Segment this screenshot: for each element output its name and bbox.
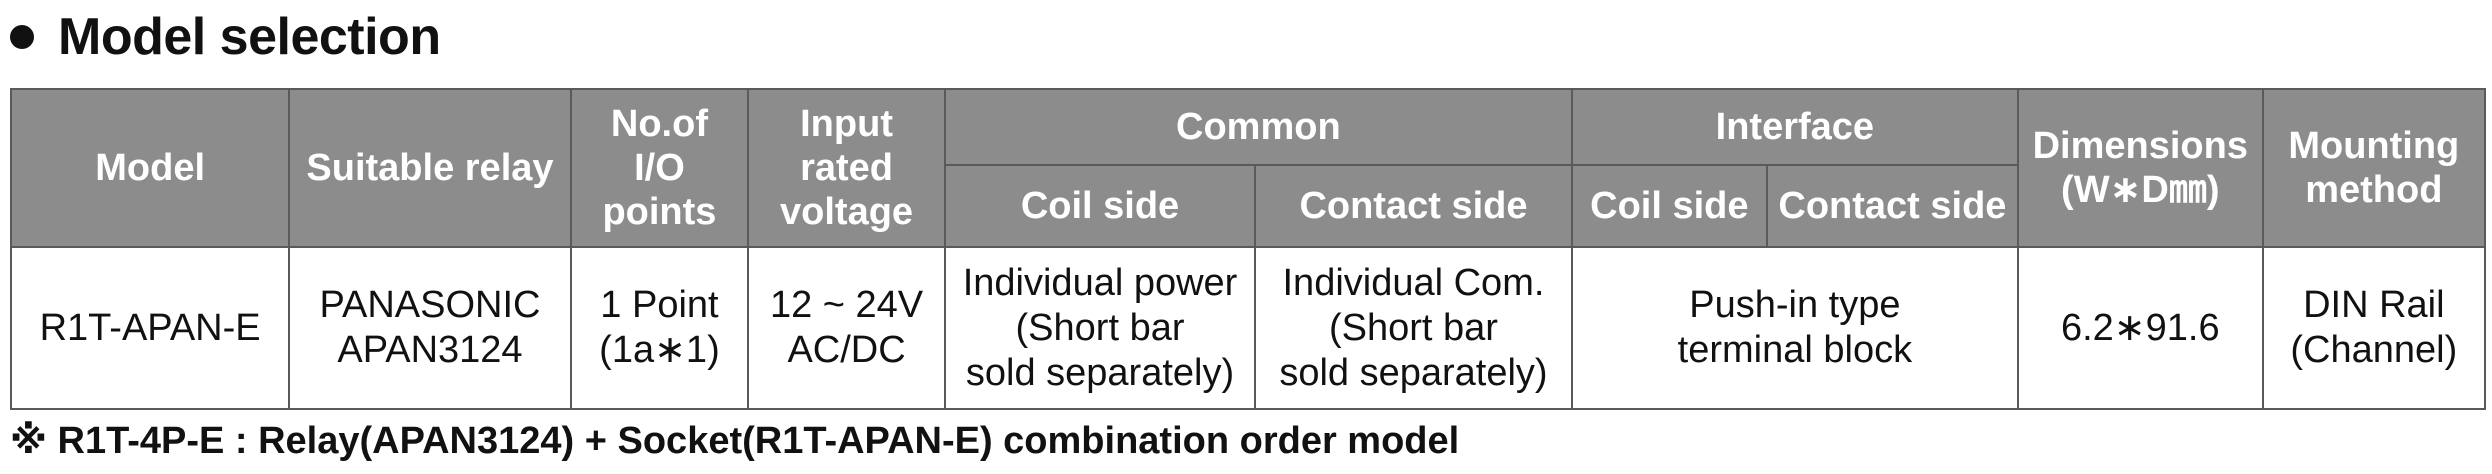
cell-input-voltage: 12 ~ 24V AC/DC [747,246,946,410]
header-io-points: No.of I/O points [569,88,750,248]
model-selection-table: Model Suitable relay No.of I/O points In… [9,88,2487,410]
header-input-voltage: Input rated voltage [747,88,946,248]
cell-io-points: 1 Point (1a∗1) [569,246,750,410]
order-note: ※ R1T-4P-E : Relay(APAN3124) + Socket(R1… [10,420,1460,462]
header-row-sub: Coil side Contact side Coil side Contact… [11,164,2485,248]
cell-dimensions: 6.2∗91.6 [2016,246,2264,410]
header-suitable-relay: Suitable relay [288,88,572,248]
header-common: Common [943,88,1573,166]
header-mounting: Mounting method [2261,88,2487,248]
bullet-icon [10,25,34,49]
header-model: Model [9,88,291,248]
header-common-contact-side: Contact side [1254,164,1573,248]
section-heading: Model selection [10,2,441,72]
header-dimensions: Dimensions (W∗D㎜) [2016,88,2264,248]
header-interface: Interface [1570,88,2019,166]
cell-suitable-relay: PANASONIC APAN3124 [288,246,572,410]
cell-model: R1T-APAN-E [9,246,291,410]
header-common-coil-side: Coil side [943,164,1257,248]
section-title: Model selection [58,8,441,66]
header-interface-coil-side: Coil side [1570,164,1768,248]
cell-common-coil-side: Individual power (Short bar sold separat… [943,246,1257,410]
cell-common-contact-side: Individual Com. (Short bar sold separate… [1254,246,1573,410]
cell-interface: Push-in type terminal block [1570,246,2019,410]
cell-mounting: DIN Rail (Channel) [2261,246,2487,410]
table-row: R1T-APAN-E PANASONIC APAN3124 1 Point (1… [9,246,2487,410]
header-row-top: Model Suitable relay No.of I/O points In… [9,88,2487,248]
header-interface-contact-side: Contact side [1765,164,2019,248]
table-header: Model Suitable relay No.of I/O points In… [9,88,2487,248]
